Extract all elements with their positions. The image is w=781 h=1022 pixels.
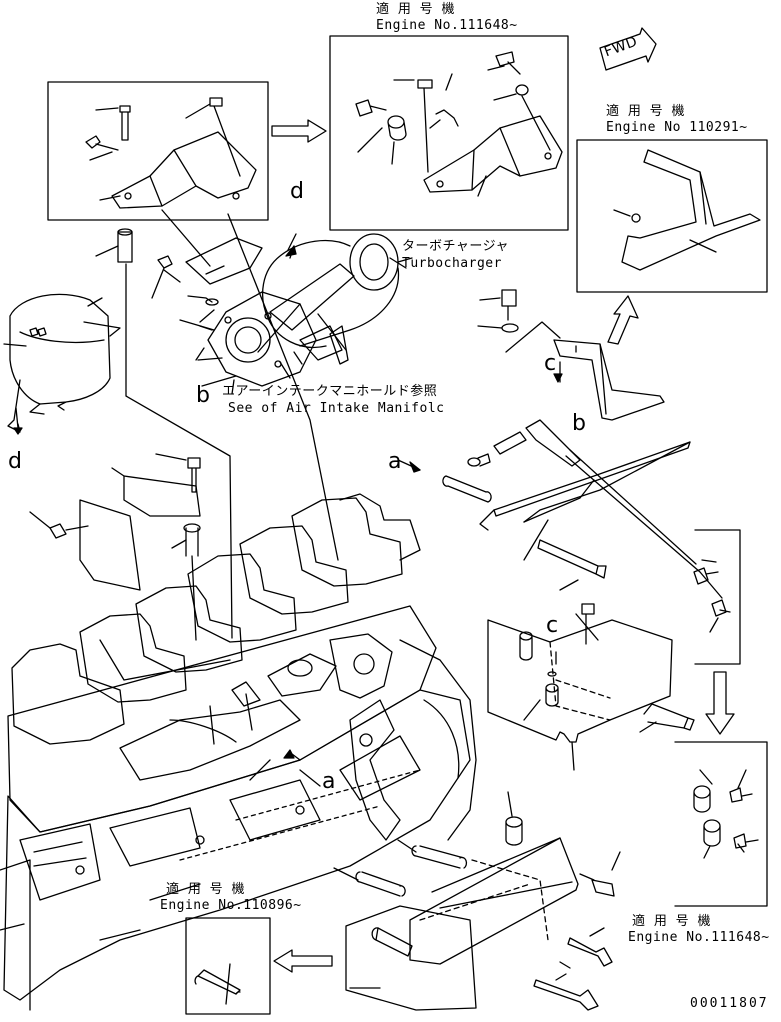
transfer-arrow-down bbox=[706, 672, 734, 734]
callout-c-top: c bbox=[544, 351, 557, 376]
engine-block bbox=[0, 494, 476, 1010]
callout-b-left: b bbox=[196, 383, 211, 408]
callout-a-right: a bbox=[388, 449, 402, 474]
turbocharger-assembly bbox=[186, 234, 398, 394]
turbocharger-label-en: Turbocharger bbox=[402, 256, 502, 271]
leader-lines bbox=[14, 210, 562, 1004]
applicability-heading-bottom-left: 適 用 号 機 bbox=[166, 882, 245, 897]
turbo-studs bbox=[96, 229, 218, 330]
transfer-arrow-right bbox=[272, 120, 326, 142]
air-intake-label-jp: エアーインテークマニホールド参照 bbox=[222, 384, 438, 399]
inset-top-center-parts bbox=[356, 52, 562, 196]
applicability-heading-top-center: 適 用 号 機 bbox=[376, 2, 455, 17]
applicability-engine-top-right: Engine No 110291~ bbox=[606, 120, 748, 135]
inset-top-right-parts bbox=[614, 150, 760, 270]
heat-shield-left bbox=[4, 294, 120, 432]
inset-frame-top-left bbox=[48, 82, 268, 220]
applicability-heading-top-right: 適 用 号 機 bbox=[606, 104, 685, 119]
air-intake-label-en: See of Air Intake Manifolc bbox=[228, 401, 445, 416]
fwd-arrow-icon bbox=[600, 28, 656, 70]
transfer-arrow-left bbox=[274, 950, 332, 972]
applicability-engine-bottom-left: Engine No.110896~ bbox=[160, 898, 302, 913]
inset-frame-top-center bbox=[330, 36, 568, 230]
callout-b-right: b bbox=[572, 411, 587, 436]
applicability-engine-top-center: Engine No.111648~ bbox=[376, 18, 518, 33]
callout-c-mid: c bbox=[546, 613, 559, 638]
inset-frame-bottom-left bbox=[186, 918, 270, 1014]
drawing-number: 00011807 bbox=[690, 996, 769, 1011]
applicability-heading-bottom-right: 適 用 号 機 bbox=[632, 914, 711, 929]
right-brackets bbox=[334, 290, 758, 1010]
turbocharger-label-jp: ターボチャージャ bbox=[402, 239, 509, 254]
inset-frame-bottom-right bbox=[675, 530, 767, 906]
mid-bolts bbox=[30, 454, 200, 640]
inset-frame-top-right bbox=[577, 140, 767, 292]
callout-d-top: d bbox=[290, 179, 305, 204]
inset-top-left-parts bbox=[86, 98, 256, 208]
applicability-engine-bottom-right: Engine No.111648~ bbox=[628, 930, 770, 945]
callout-a-center: a bbox=[322, 769, 336, 794]
transfer-arrow-up bbox=[608, 296, 638, 344]
callout-d-left: d bbox=[8, 449, 23, 474]
